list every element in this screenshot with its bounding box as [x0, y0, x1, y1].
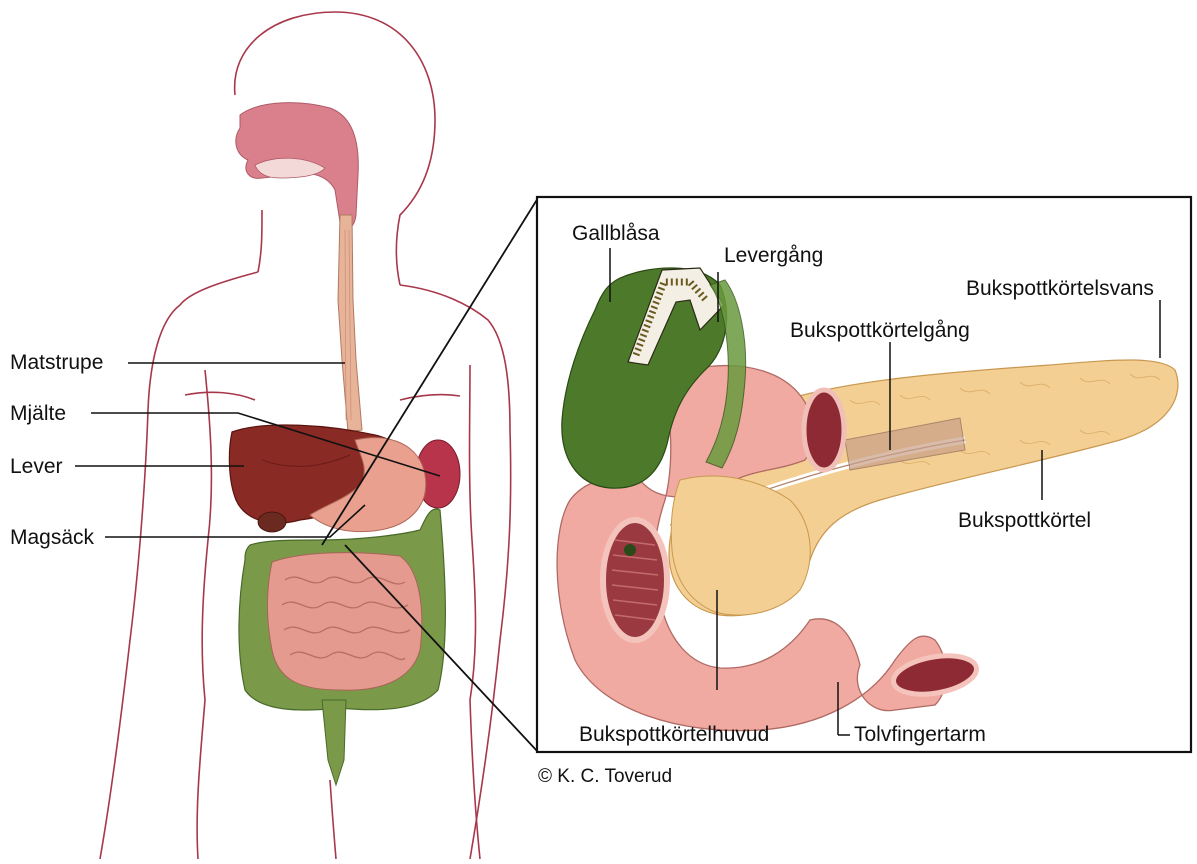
label-pancreas: Bukspottkörtel — [958, 510, 1091, 531]
rectum — [322, 700, 346, 785]
label-gallbladder: Gallblåsa — [572, 223, 660, 244]
label-stomach: Magsäck — [10, 527, 94, 548]
duodenum-lumen-top — [804, 390, 844, 470]
label-esophagus: Matstrupe — [10, 352, 103, 373]
label-pancreas-tail: Bukspottkörtelsvans — [966, 278, 1154, 299]
label-liver: Lever — [10, 456, 63, 477]
label-pancreas-head: Bukspottkörtelhuvud — [579, 724, 769, 745]
label-pancreatic-duct: Bukspottkörtelgång — [790, 320, 970, 341]
duodenum-lumen-left — [603, 520, 667, 640]
label-spleen: Mjälte — [10, 403, 66, 424]
label-hepatic-duct: Levergång — [724, 245, 823, 266]
small-intestine — [268, 553, 422, 691]
copyright-credit: © K. C. Toverud — [538, 767, 672, 786]
label-duodenum: Tolvfingertarm — [854, 724, 986, 745]
